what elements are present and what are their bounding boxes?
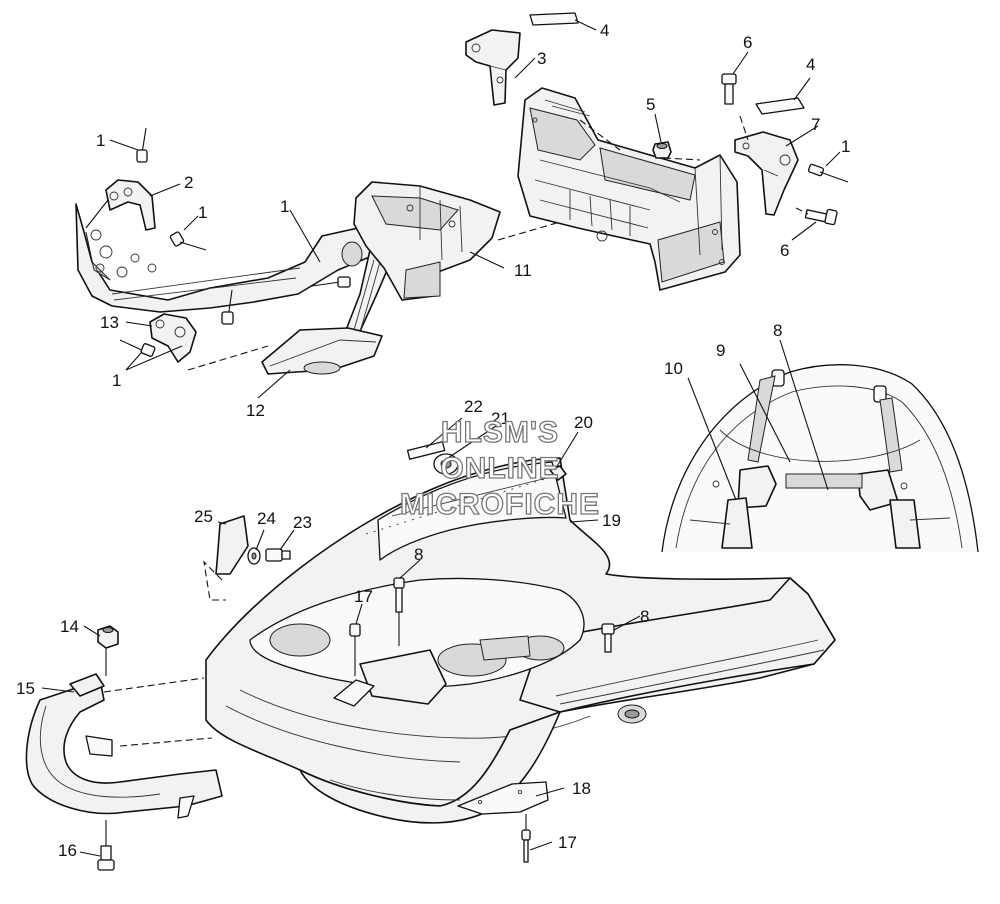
watermark-line-1: HLSM'S — [441, 416, 559, 449]
bushing-24 — [247, 547, 261, 565]
callout-6-top: 6 — [743, 33, 752, 52]
bracket-25 — [203, 515, 249, 601]
watermark-line-3: MICROFICHE — [400, 488, 600, 521]
bolt-8-hood-right — [601, 623, 615, 653]
callout-15: 15 — [16, 679, 35, 698]
callout-8-right: 8 — [640, 607, 649, 626]
callout-8-inset: 8 — [773, 321, 782, 340]
fastener-17-upper — [333, 623, 375, 707]
bolt-1-right — [807, 163, 849, 183]
nut-14 — [97, 625, 119, 676]
callout-10: 10 — [664, 359, 683, 378]
bracket-3 — [465, 29, 521, 106]
callout-17-lower: 17 — [558, 833, 577, 852]
leader-lines — [41, 19, 841, 857]
belly-plate-18 — [457, 781, 549, 815]
clip-13 — [149, 313, 197, 363]
callout-8-hood: 8 — [414, 545, 423, 564]
bulkhead-11-left — [353, 181, 501, 301]
bolt-1-lower — [119, 339, 156, 357]
callout-5: 5 — [646, 95, 655, 114]
callout-1-top: 1 — [96, 131, 105, 150]
nut-5 — [652, 141, 672, 159]
callout-1-rail: 1 — [280, 197, 289, 216]
steering-post-12 — [261, 245, 389, 375]
callout-4-top: 4 — [600, 21, 609, 40]
callout-18: 18 — [572, 779, 591, 798]
bolt-16 — [97, 820, 115, 871]
callout-17-upper: 17 — [354, 587, 373, 606]
callout-21: 21 — [491, 409, 510, 428]
callout-12: 12 — [246, 401, 265, 420]
bulkhead-11-right — [517, 87, 741, 291]
callout-1-clip: 1 — [112, 371, 121, 390]
callout-16: 16 — [58, 841, 77, 860]
callout-4-right: 4 — [806, 55, 815, 74]
callout-22: 22 — [464, 397, 483, 416]
bolt-8-hood-left — [393, 577, 405, 646]
callout-3: 3 — [537, 49, 546, 68]
callout-13: 13 — [100, 313, 119, 332]
callout-11: 11 — [514, 261, 532, 280]
frame-assembly-left — [75, 115, 809, 375]
bolt-1-clip — [221, 289, 234, 325]
callout-23: 23 — [293, 513, 312, 532]
hardware-20-21-22 — [406, 441, 567, 481]
bolt-1-rail — [311, 276, 351, 288]
bolt-6-bottom — [804, 208, 838, 226]
callout-19: 19 — [602, 511, 621, 530]
bracket-2 — [105, 179, 156, 231]
watermark-line-2: ONLINE — [440, 452, 559, 485]
watermark: HLSM'S ONLINE MICROFICHE — [399, 415, 600, 521]
decal-4-top — [529, 12, 579, 26]
bolt-23 — [265, 548, 291, 562]
callout-7: 7 — [811, 115, 820, 134]
bracket-7 — [734, 131, 799, 216]
callout-24: 24 — [257, 509, 276, 528]
inset-underside-view — [661, 339, 979, 553]
callout-labels: 1 2 1 1 11 13 1 12 4 3 6 4 5 7 1 6 10 9 … — [16, 21, 850, 860]
callout-20: 20 — [574, 413, 593, 432]
bolt-1-top — [136, 127, 148, 163]
callout-2: 2 — [184, 173, 193, 192]
callout-25: 25 — [194, 507, 213, 526]
frame-rail — [75, 203, 381, 313]
bolt-6-top — [721, 73, 737, 105]
callout-1-bracket: 1 — [198, 203, 207, 222]
callout-6-bottom: 6 — [780, 241, 789, 260]
callout-1-right: 1 — [841, 137, 850, 156]
bolt-1-mid — [169, 231, 207, 251]
callout-14: 14 — [60, 617, 79, 636]
decal-4-right — [755, 97, 805, 115]
bumper-15 — [25, 673, 223, 819]
callout-9: 9 — [716, 341, 725, 360]
fastener-17-lower — [521, 814, 531, 863]
bulkhead-assembly — [465, 12, 849, 291]
